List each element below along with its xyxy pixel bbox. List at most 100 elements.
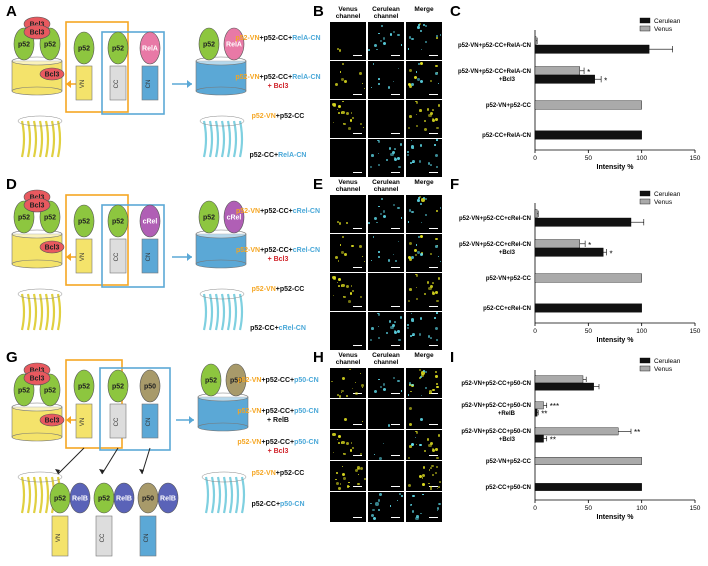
fluorescent-cell	[436, 36, 439, 39]
fluorescent-cell	[414, 437, 417, 439]
down-arrow-head-2	[139, 469, 144, 474]
fluorescent-cell	[420, 512, 422, 515]
row3-condition-1: p52-VN+p52-CC+p50-CN+ RelB	[228, 407, 328, 425]
fluorescent-cell	[408, 256, 412, 260]
panel-label-d: D	[6, 176, 17, 193]
fluorescent-cell	[358, 72, 362, 75]
row3-condition-2-b: +p52-CC+	[261, 439, 295, 446]
left-p52-b-175-label: p52	[44, 215, 56, 222]
fluorescent-cell	[383, 383, 386, 386]
row1-condition-3-c: RelA-CN	[278, 152, 307, 159]
chart-2-xtick-label-2: 100	[636, 505, 647, 512]
fluorescent-cell	[417, 199, 420, 202]
down-arrow-1	[101, 447, 119, 475]
scale-bar	[353, 455, 362, 456]
fluorescent-cell	[438, 255, 440, 258]
chart-1-category-0: p52-VN+p52-CC+cRel-CN	[459, 216, 531, 222]
fluorescent-cell	[432, 282, 434, 285]
chart-2-legend-swatch-0	[639, 357, 651, 364]
chart-0-category-2: p52-VN+p52-CC	[486, 103, 532, 109]
chart-0-significance-0: *	[587, 68, 590, 77]
mid-p50-g-label: p50	[144, 384, 156, 391]
row1-image-2-0	[330, 100, 366, 138]
mid-p52-vn-175	[73, 204, 95, 238]
fluorescent-cell	[415, 244, 418, 246]
scale-bar	[429, 486, 438, 487]
left-yellow-barrel-g-rim	[17, 471, 63, 483]
row3-condition-2-a: p52-VN	[237, 439, 262, 446]
fluorescent-cell	[350, 285, 353, 287]
fluorescent-cell	[349, 449, 353, 453]
right-arrow-g-head	[189, 416, 194, 424]
fluorescent-cell	[337, 394, 340, 396]
bottom-0-relb-label: RelB	[72, 496, 88, 503]
fluorescent-cell	[409, 445, 412, 448]
chart-1-legend-swatch-0	[639, 190, 651, 197]
left-yellow-barrel-2-strand	[26, 120, 32, 158]
bottom-1-subunit-label: p52	[98, 496, 110, 503]
fluorescent-cell	[341, 389, 344, 393]
chart-0-bar-2-1	[534, 100, 642, 110]
left-yellow-barrel-g-strand	[26, 476, 32, 514]
bottom-1-relb-label: RelB	[116, 496, 132, 503]
chart-0-category-3: p52-CC+RelA-CN	[482, 133, 531, 139]
chart-0-legend-swatch-0	[639, 17, 651, 24]
fluorescent-cell	[387, 258, 391, 262]
right-partner-2	[223, 27, 245, 61]
fluorescent-cell	[339, 483, 342, 485]
scale-bar	[391, 424, 400, 425]
fluorescent-cell	[431, 292, 435, 296]
fluorescent-cell	[430, 485, 433, 488]
bottom-0-relb	[69, 482, 91, 514]
cn-cylinder-175	[141, 238, 159, 274]
fluorescent-cell	[377, 313, 381, 316]
fluorescent-cell	[382, 387, 386, 391]
scale-bar	[429, 133, 438, 134]
chart-2-category-0: p52-VN+p52-CC+p50-CN	[461, 381, 531, 387]
right-p52-g	[200, 363, 222, 397]
fluorescent-cell	[411, 82, 415, 86]
right-p52-2-label: p52	[203, 42, 215, 49]
fluorescent-cell	[361, 383, 365, 387]
chart-2-category-3: p52-VN+p52-CC	[486, 459, 532, 465]
fluorescent-cell	[377, 163, 381, 167]
fluorescent-cell	[419, 333, 422, 336]
left-yellow-barrel-g-strand	[20, 476, 26, 514]
row1-condition-3: p52-CC+RelA-CN	[228, 151, 328, 160]
fluorescent-cell	[391, 324, 396, 328]
right-arrow-2-head	[187, 80, 192, 88]
fluorescent-cell	[362, 82, 364, 85]
row1-image-3-0	[330, 139, 366, 177]
right-cyan-barrel-g-strand	[228, 476, 234, 514]
fluorescent-cell	[435, 465, 438, 468]
fluorescent-cell	[435, 118, 439, 122]
left-yellow-barrel-175-strand	[56, 293, 62, 331]
row1-header-1: Cerulean channel	[372, 6, 400, 20]
fluorescent-cell	[436, 299, 439, 303]
row3-image-1-1	[368, 399, 404, 429]
down-arrow-2	[141, 447, 151, 475]
left-bcl3-under-175	[23, 197, 51, 213]
fluorescent-cell	[349, 368, 351, 371]
right-blue-cylinder-175	[195, 229, 247, 269]
fluorescent-cell	[434, 245, 438, 248]
fluorescent-cell	[397, 330, 401, 334]
bottom-2-subunit-label: p50	[142, 496, 154, 503]
fluorescent-cell	[429, 79, 432, 82]
fluorescent-cell	[380, 197, 384, 200]
fluorescent-cell	[439, 260, 442, 263]
fluorescent-cell	[421, 371, 425, 375]
fluorescent-cell	[378, 77, 380, 80]
fluorescent-cell	[348, 299, 351, 303]
fluorescent-cell	[439, 207, 441, 209]
scale-bar	[429, 172, 438, 173]
panel-label-c: C	[450, 3, 461, 20]
fluorescent-cell	[420, 253, 423, 257]
vn-label-175: VN	[80, 253, 86, 261]
vn-label-2: VN	[80, 80, 86, 88]
cn-label-2: CN	[146, 80, 152, 89]
fluorescent-cell	[436, 382, 439, 385]
scale-bar	[353, 424, 362, 425]
fluorescent-cell	[415, 254, 417, 257]
chart-0-bar-0-1	[534, 36, 537, 46]
